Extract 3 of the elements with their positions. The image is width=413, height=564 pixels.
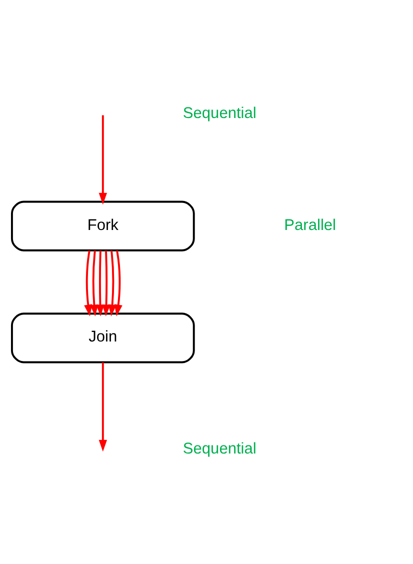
label: Sequential	[182, 104, 256, 122]
label: Sequential	[182, 440, 256, 458]
label: Parallel	[284, 216, 336, 234]
